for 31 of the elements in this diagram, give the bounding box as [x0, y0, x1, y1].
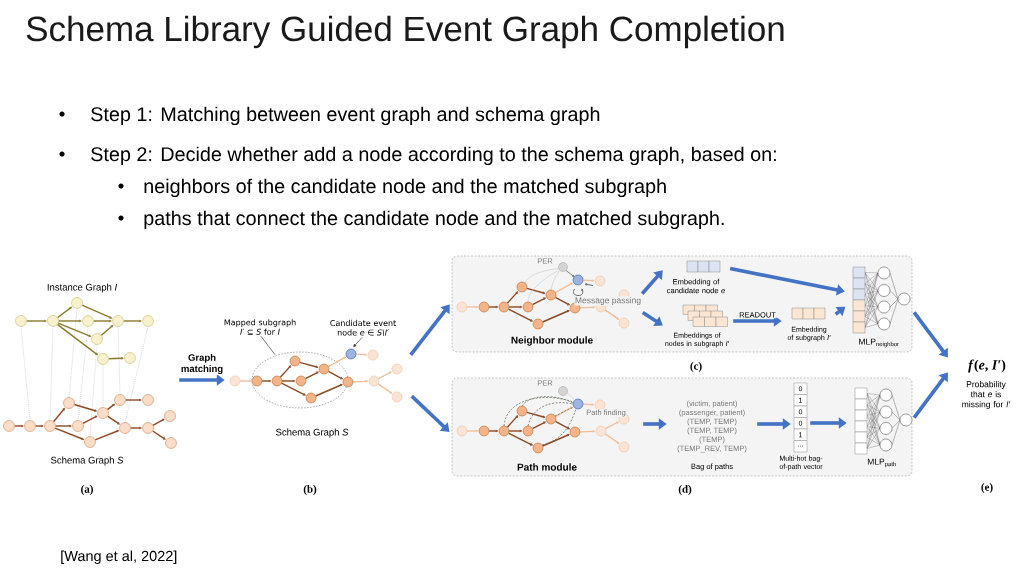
arrow: [410, 394, 450, 432]
module-title: Neighbor module: [511, 336, 593, 346]
bullet-text: Step 1: Matching between event graph and schema graph: [91, 106, 600, 126]
arrow: [409, 304, 450, 356]
arrow: [912, 372, 948, 419]
bullet-text: paths that connect the candidate node and the matched subgraph.: [144, 210, 724, 230]
bullet-text: Step 2: Decide whether add a node according to the schema graph, based on:: [91, 146, 776, 166]
arrow: [640, 270, 663, 295]
panel-label: (d): [678, 485, 692, 495]
citation: [Wang et al, 2022]: [61, 550, 177, 564]
layer-label: MLP$_{neighbor}$: [859, 338, 899, 348]
panel-label: (b): [303, 485, 317, 495]
panel-label: (e): [981, 483, 993, 493]
layer-label: MLP$_{path}$: [867, 458, 896, 468]
bullet-text: neighbors of the candidate node and the matched subgraph: [144, 178, 666, 198]
annotation: Candidate event node e ∈ S\I′: [330, 319, 396, 337]
graph-title: Instance Graph I: [47, 283, 118, 293]
leader-line: [260, 335, 276, 356]
panel-label: (a): [81, 485, 93, 495]
edge-label: Graph matching: [173, 353, 231, 375]
module-title: Path module: [517, 463, 577, 471]
title: Schema Library Guided Event Graph Completion: [26, 15, 784, 49]
arrow: [912, 311, 948, 358]
formula: f(e, I′): [968, 359, 1006, 373]
step-label: Message passing: [574, 296, 642, 306]
graph-title: Schema Graph S: [51, 456, 124, 466]
graph-title: Schema Graph S: [276, 428, 349, 438]
panel-label: (c): [690, 362, 702, 372]
leader-arrow: [353, 337, 363, 348]
annotation: Mapped subgraph I′ ⊆ S for I: [224, 319, 296, 335]
node-label: Probability that e is missing for I′: [962, 381, 1011, 409]
